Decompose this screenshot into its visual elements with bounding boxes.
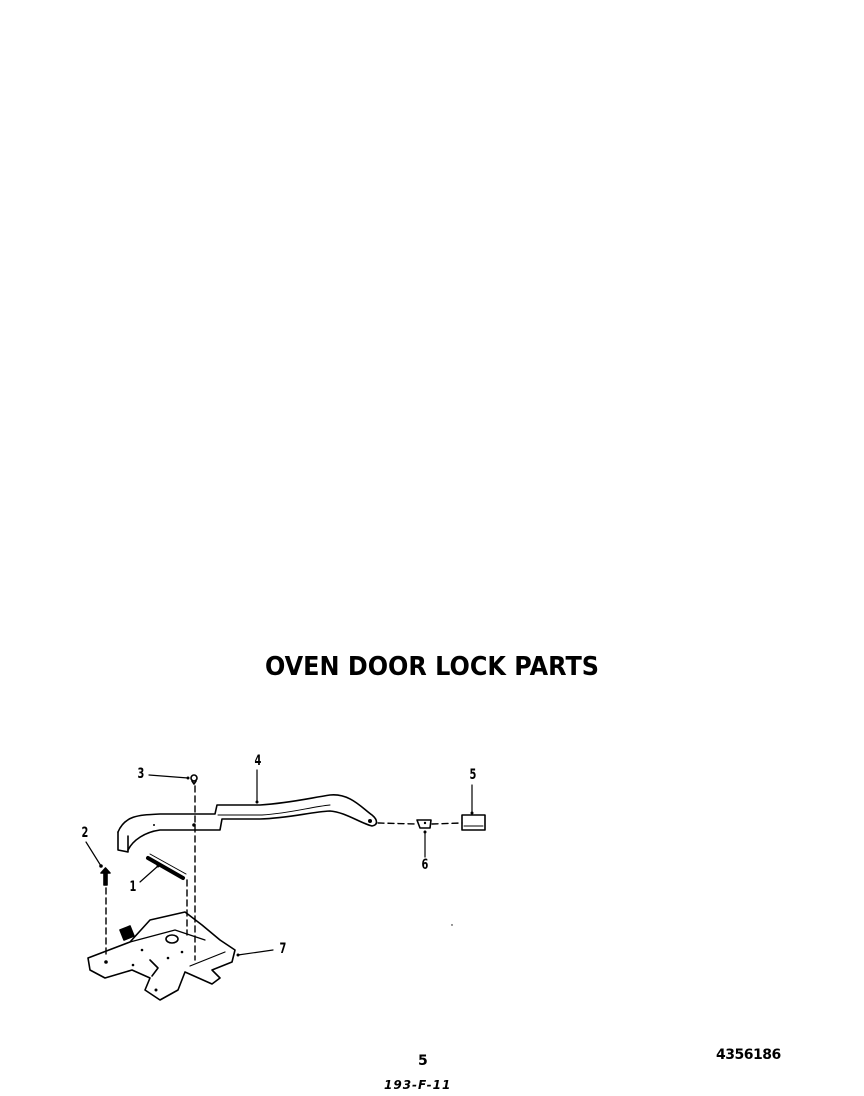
- document-number: 4356186: [716, 1047, 781, 1063]
- callout-1: 1: [129, 879, 137, 895]
- screw-part: [100, 867, 111, 886]
- callout-7: 7: [279, 941, 287, 957]
- leader-lines: [85, 769, 473, 956]
- callout-3: 3: [137, 766, 145, 782]
- stray-mark: [451, 924, 453, 926]
- leader-arrowheads: [99, 776, 474, 957]
- lock-base-plate-part: [87, 911, 236, 1001]
- page-number: 5: [418, 1053, 428, 1069]
- clip-part: [416, 819, 432, 829]
- page-title: OVEN DOOR LOCK PARTS: [264, 652, 600, 682]
- callout-6: 6: [421, 857, 429, 873]
- callout-2: 2: [81, 825, 89, 841]
- knob-part: [461, 814, 486, 831]
- callout-5: 5: [469, 767, 477, 783]
- spring-part: [146, 853, 187, 880]
- assembly-lines: [105, 785, 463, 961]
- handwritten-code: 193-F-11: [384, 1078, 452, 1092]
- callout-4: 4: [254, 753, 262, 769]
- lock-arm-part: [117, 794, 378, 853]
- rivet-part: [190, 774, 198, 785]
